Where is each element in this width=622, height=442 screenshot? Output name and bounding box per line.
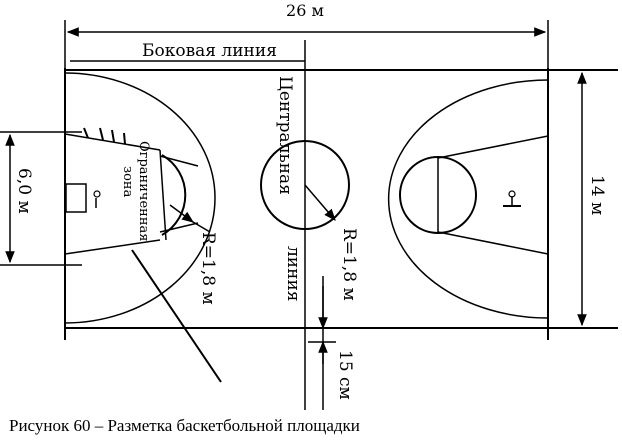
left-three-point-arc [64, 72, 216, 324]
left-basket [93, 190, 101, 198]
restricted-zone-label-2: зона [120, 166, 135, 198]
dimension-15cm: 15 см [308, 286, 355, 400]
dimension-14m: 14 м [577, 71, 607, 327]
dimension-26m: 26 м [64, 1, 549, 70]
right-three-point-arc [387, 79, 549, 319]
right-free-throw-circle [399, 156, 477, 234]
center-line [304, 40, 324, 410]
left-half [64, 72, 222, 383]
right-half [387, 79, 549, 319]
court-length-label: 26 м [286, 1, 324, 20]
center-radius-line [304, 184, 336, 221]
center-radius-label: R=1,8 м [339, 228, 359, 301]
center-circle [260, 140, 350, 230]
line-width-label: 15 см [335, 350, 355, 400]
court-outline [64, 68, 618, 340]
figure-caption: Рисунок 60 – Разметка баскетбольной площ… [9, 416, 360, 435]
restricted-zone-label-1: Ограниченная [136, 141, 151, 241]
width-6m-label: 6,0 м [14, 168, 34, 214]
dimension-6m: 6,0 м [0, 131, 82, 266]
right-basket [508, 190, 516, 198]
center-line-label-top: Центральная [275, 76, 295, 195]
center-line-label-bottom: линия [283, 246, 303, 302]
left-free-throw-circle [161, 154, 187, 236]
width-14m-label: 14 м [587, 175, 607, 215]
left-backboard-box [65, 183, 87, 213]
left-radius-label: R=1,8 м [198, 232, 218, 305]
basketball-court-diagram: 26 м Боковая линия Центральная линия R=1… [0, 1, 618, 410]
side-line-label: Боковая линия [142, 41, 277, 61]
